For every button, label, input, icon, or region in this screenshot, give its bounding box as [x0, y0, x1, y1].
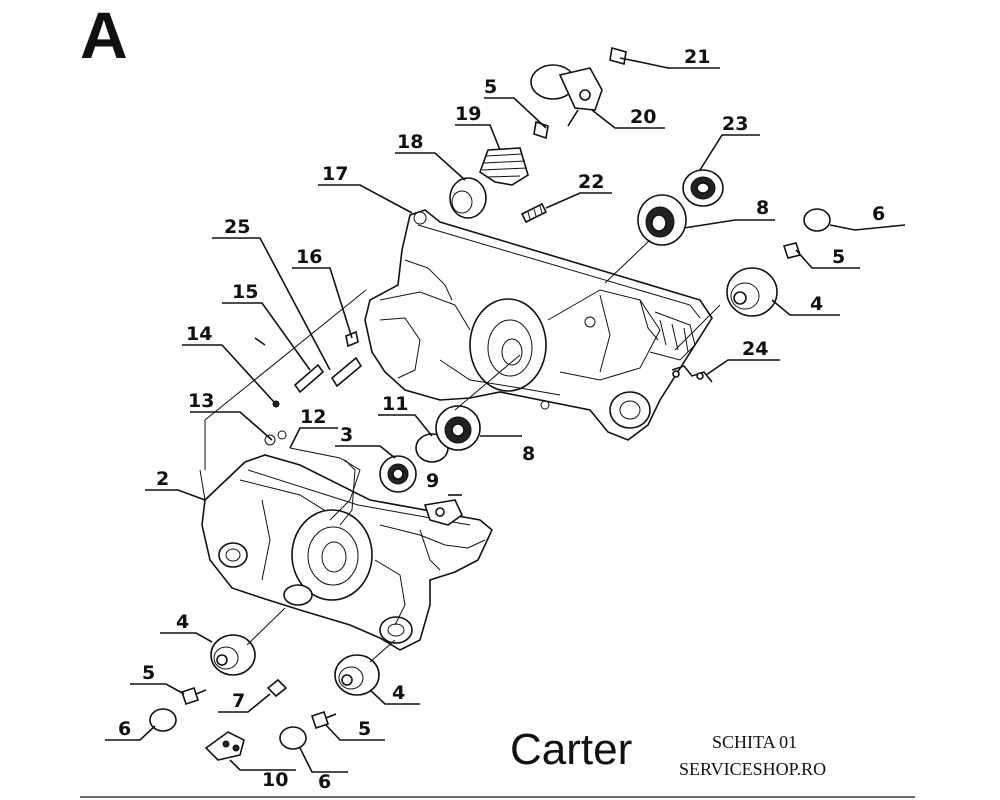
screw-part-5-lower-left [180, 686, 207, 706]
pin-part-14 [254, 337, 280, 408]
dowel-part-15 [293, 363, 325, 394]
screw-part-5-right [782, 242, 802, 259]
callout-8-upper: 8 [756, 197, 769, 219]
bolt-part-7 [266, 678, 288, 698]
callout-4-left: 4 [176, 611, 189, 633]
callout-20: 20 [630, 106, 656, 128]
diagram-title: Carter [510, 725, 633, 774]
callout-18: 18 [397, 131, 423, 153]
callout-5-lower-left: 5 [142, 662, 155, 684]
callout-12: 12 [300, 406, 326, 428]
lever-part-9 [423, 499, 464, 526]
shop-name: SERVICESHOP.RO [679, 759, 827, 779]
callout-6-upper: 6 [872, 203, 885, 225]
callout-6-lower-mid: 6 [318, 771, 331, 793]
cap-part-6-lower-left [149, 708, 177, 732]
mount-part-4-mid [334, 654, 380, 696]
bracket-part-10 [204, 731, 245, 761]
cap-part-6-upper [803, 208, 831, 232]
callout-2: 2 [156, 468, 169, 490]
oil-pump-part-20 [530, 64, 603, 127]
callout-10: 10 [262, 769, 288, 791]
callout-5-top: 5 [484, 76, 497, 98]
callout-25: 25 [224, 216, 250, 238]
crankcase-half-lower [201, 430, 493, 651]
callout-22: 22 [578, 171, 604, 193]
clip-part-24 [671, 365, 713, 383]
cap-part-6-lower-mid [279, 726, 307, 750]
callout-4-upper: 4 [810, 293, 823, 315]
dowel-part-25 [330, 356, 363, 388]
callout-9: 9 [426, 470, 439, 492]
bearing-part-8-lower [435, 405, 481, 451]
screw-part-21 [609, 46, 641, 66]
bushing-part-18 [449, 177, 487, 219]
callout-16: 16 [296, 246, 322, 268]
sheet-code: SCHITA 01 [712, 732, 798, 752]
callout-3: 3 [340, 424, 353, 446]
callout-21: 21 [684, 46, 710, 68]
callout-23: 23 [722, 113, 748, 135]
bellows-part-19 [479, 147, 529, 186]
seal-part-23 [682, 169, 724, 207]
callout-7: 7 [232, 690, 245, 712]
callout-labels: 21 5 20 19 18 23 17 22 8 6 25 16 5 15 4 … [118, 46, 885, 793]
callout-11: 11 [382, 393, 408, 415]
callout-13: 13 [188, 390, 214, 412]
bearing-part-8-upper [637, 194, 687, 246]
assembly-lines [199, 239, 721, 663]
callout-8-lower: 8 [522, 443, 535, 465]
callout-17: 17 [322, 163, 348, 185]
leader-lines [105, 61, 906, 773]
callout-4-mid: 4 [392, 682, 405, 704]
callout-14: 14 [186, 323, 212, 345]
mount-part-4-left [210, 634, 256, 676]
pin-part-16 [345, 330, 359, 348]
sheet-letter: A [80, 0, 128, 72]
bolt-part-22 [520, 202, 548, 224]
gasket-part-12 [289, 447, 361, 521]
callout-15: 15 [232, 281, 258, 303]
crankcase-half-upper [364, 209, 713, 441]
seal-part-3 [379, 455, 417, 493]
callout-5-lower-mid: 5 [358, 718, 371, 740]
callout-5-right: 5 [832, 246, 845, 268]
callout-6-lower-left: 6 [118, 718, 131, 740]
screw-part-5-lower-mid [310, 710, 337, 730]
mount-part-4-upper [726, 267, 778, 317]
callout-24: 24 [742, 338, 768, 360]
callout-19: 19 [455, 103, 481, 125]
